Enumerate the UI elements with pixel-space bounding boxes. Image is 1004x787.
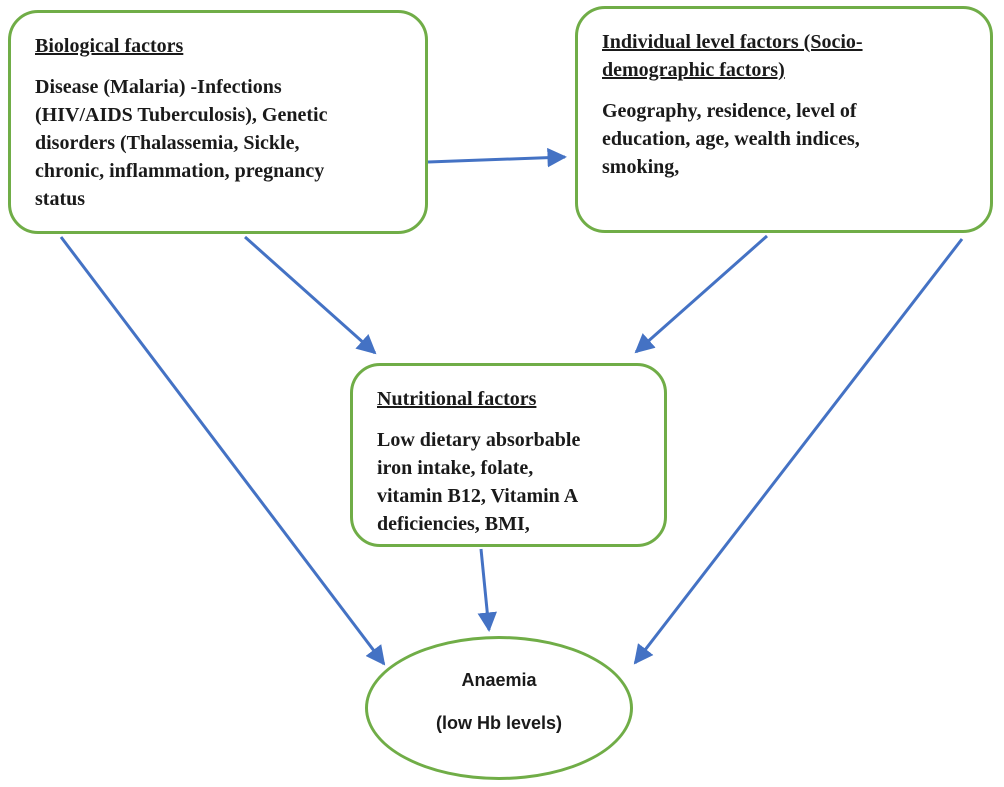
arrow-nutritional-to-anaemia xyxy=(477,548,497,632)
individual-level-factors-title: Individual level factors (Socio- demogra… xyxy=(602,31,863,81)
arrow-individual-to-nutritional xyxy=(634,234,768,354)
nutritional-factors-title: Nutritional factors xyxy=(377,388,537,410)
nutritional-factors-body: Low dietary absorbable iron intake, fola… xyxy=(377,429,581,535)
arrow-biological-to-individual xyxy=(427,147,567,168)
arrow-individual-to-anaemia xyxy=(633,238,964,665)
node-biological-factors: Biological factors Disease (Malaria) -In… xyxy=(8,10,428,234)
anaemia-sublabel: (low Hb levels) xyxy=(435,712,563,733)
biological-factors-body: Disease (Malaria) -Infections (HIV/AIDS … xyxy=(35,76,328,210)
arrow-biological-to-anaemia xyxy=(59,236,386,666)
individual-level-factors-body: Geography, residence, level of education… xyxy=(602,100,860,178)
node-nutritional-factors: Nutritional factors Low dietary absorbab… xyxy=(350,363,667,547)
node-anaemia: Anaemia (low Hb levels) xyxy=(365,636,633,780)
arrow-biological-to-nutritional xyxy=(244,235,377,355)
node-individual-level-factors: Individual level factors (Socio- demogra… xyxy=(575,6,993,233)
anaemia-label: Anaemia xyxy=(461,669,537,690)
biological-factors-title: Biological factors xyxy=(35,35,184,57)
